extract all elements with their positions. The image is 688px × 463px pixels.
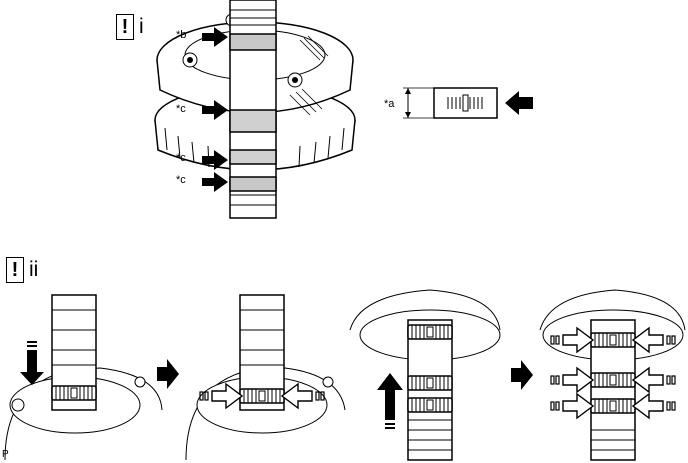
carrier-assembly-top [154,0,356,219]
figure-code: P [2,449,9,460]
callout-c-lower: *c [176,174,186,186]
step2-panel-1 [4,294,163,461]
step-numeral: i [139,15,144,38]
caution-mark: ! [6,257,24,283]
step2-panel-3 [349,289,501,461]
step2-panel-4 [539,289,686,461]
caution-mark: ! [116,14,134,40]
step-badge-2: ! ii [6,257,38,283]
callout-b: *b [176,29,187,41]
callout-c-upper: *c [176,103,186,115]
callout-c-middle: *c [176,152,186,164]
next-step-arrow-1 [157,359,179,389]
callout-a: *a [384,98,395,110]
seal-ring-detail [403,87,533,119]
step-numeral: ii [29,258,39,281]
step2-panel-2 [185,294,346,461]
step-badge-1: ! i [116,14,144,40]
next-step-arrow-2 [511,360,533,390]
